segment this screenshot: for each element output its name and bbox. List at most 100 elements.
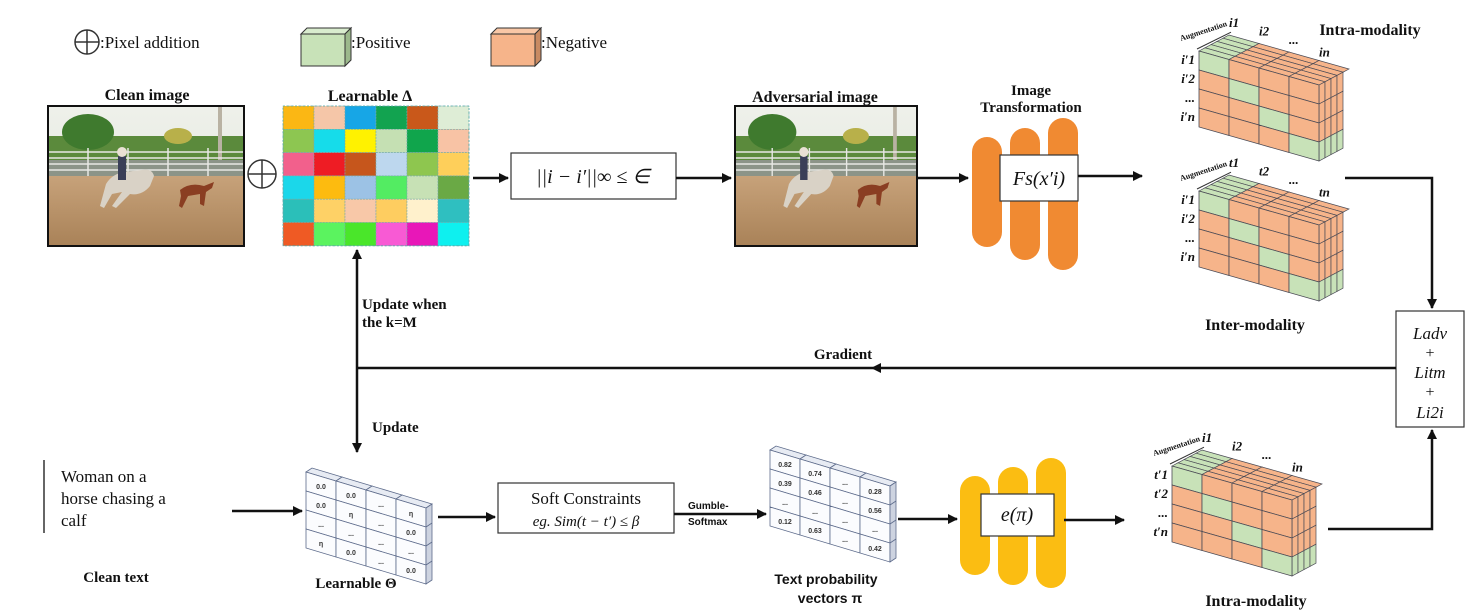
column-label: i2	[1232, 439, 1243, 454]
adversarial-image-label: Adversarial image	[752, 89, 878, 106]
arrow-intra-to-loss	[1328, 429, 1437, 531]
prob-cell-value: 0.46	[808, 490, 822, 497]
delta-cell	[282, 175, 315, 200]
row-label: ...	[1158, 505, 1168, 520]
image-transformation-label-1: Image	[1011, 83, 1051, 99]
delta-cell	[406, 222, 439, 247]
image-encoder-formula: Fs(x′i)	[1012, 168, 1065, 190]
delta-cell	[406, 175, 439, 200]
column-label: t1	[1229, 155, 1239, 170]
column-label: t2	[1259, 164, 1270, 179]
delta-cell	[437, 105, 470, 130]
intra-modality-bottom-label: Intra-modality	[1205, 593, 1306, 610]
loss-box: Ladv + Litm + Li2i	[1395, 310, 1465, 428]
update-when-label-1: Update when	[362, 297, 447, 313]
row-label: ...	[1185, 230, 1195, 245]
row-label: i′1	[1181, 52, 1195, 67]
pixel-addition-icon	[74, 29, 100, 55]
theta-cell-value: ...	[378, 540, 384, 547]
positive-cell	[1261, 547, 1293, 577]
gumbel-label-1: Gumble-	[688, 501, 729, 512]
delta-cell	[313, 222, 346, 247]
positive-cell	[1288, 272, 1320, 302]
delta-cell	[406, 198, 439, 223]
column-label: i1	[1229, 15, 1239, 30]
column-label: i2	[1259, 24, 1270, 39]
delta-cell	[437, 175, 470, 200]
theta-cell-value: ...	[408, 549, 414, 556]
theta-cell-value: η	[409, 511, 413, 518]
row-label: t′2	[1154, 486, 1168, 501]
text-encoder-formula: e(π)	[1001, 504, 1034, 526]
theta-cell-value: 0.0	[316, 503, 326, 510]
delta-cell	[375, 175, 408, 200]
prob-cell-value: 0.28	[868, 489, 882, 496]
learnable-delta-grid	[282, 105, 470, 247]
delta-cell	[313, 105, 346, 130]
row-label: ...	[1185, 90, 1195, 105]
theta-cell-value: 0.0	[406, 568, 416, 575]
column-label: i1	[1202, 430, 1212, 445]
prob-cell-value: 0.12	[778, 519, 792, 526]
prob-cell-value: ...	[812, 509, 818, 516]
prob-cell-value: 0.63	[808, 528, 822, 535]
theta-cell-value: η	[349, 512, 353, 519]
soft-constraints-title: Soft Constraints	[531, 489, 641, 508]
image-transformation-label-2: Transformation	[980, 100, 1082, 116]
update-label: Update	[372, 420, 419, 436]
delta-cell	[437, 129, 470, 153]
prob-cell-value: 0.42	[868, 546, 882, 553]
delta-cell	[282, 152, 315, 177]
update-when-label-2: the k=M	[362, 315, 417, 331]
pixel-addition-operator	[247, 159, 277, 189]
arrow-matrices-to-loss	[1345, 176, 1437, 309]
delta-cell	[375, 152, 408, 177]
inter-modality-label: Inter-modality	[1205, 317, 1305, 334]
prob-cell-value: 0.82	[778, 462, 792, 469]
loss-plus-2: +	[1425, 384, 1434, 401]
delta-cell	[406, 129, 439, 153]
delta-cell	[406, 105, 439, 130]
learnable-theta-label: Learnable Θ	[315, 576, 396, 592]
prob-cell-value: ...	[842, 480, 848, 487]
loss-plus-1: +	[1425, 345, 1434, 362]
column-label: ...	[1289, 32, 1299, 47]
intra-modality-top-label: Intra-modality	[1319, 22, 1420, 39]
delta-cell	[344, 222, 377, 247]
delta-cell	[344, 129, 377, 153]
column-label: tn	[1319, 185, 1330, 200]
column-label: in	[1292, 460, 1303, 475]
row-label: i′n	[1181, 109, 1196, 124]
theta-cell-value: 0.0	[346, 493, 356, 500]
delta-cell	[375, 105, 408, 130]
delta-cell	[437, 198, 470, 223]
row-label: i′2	[1181, 211, 1195, 226]
perturbation-constraint-formula: ||i − i′||∞ ≤ ∈	[536, 166, 652, 188]
legend: :Pixel addition :Positive :Negative	[74, 26, 607, 68]
positive-cell	[1288, 132, 1320, 162]
prob-label-2: vectors π	[798, 590, 863, 606]
legend-pixel-addition: :Pixel addition	[100, 33, 200, 52]
delta-cell	[437, 152, 470, 177]
delta-cell	[375, 129, 408, 153]
delta-cell	[282, 105, 315, 130]
delta-cell	[313, 152, 346, 177]
row-label: i′n	[1181, 249, 1196, 264]
soft-constraints-box: Soft Constraints eg. Sim(t − t′) ≤ β	[497, 482, 675, 534]
theta-cell-value: 0.0	[406, 530, 416, 537]
image-encoder: Fs(x′i)	[972, 118, 1079, 270]
prob-label-1: Text probability	[774, 571, 877, 587]
prob-cell-value: ...	[782, 500, 788, 507]
positive-cube-icon	[299, 26, 353, 68]
delta-cell	[375, 198, 408, 223]
legend-positive: :Positive	[351, 33, 411, 52]
delta-cell	[344, 198, 377, 223]
prob-cell-value: 0.39	[778, 481, 792, 488]
text-probability-grid: 0.820.39...0.120.740.46...0.63..........…	[769, 445, 897, 563]
soft-constraints-formula: eg. Sim(t − t′) ≤ β	[533, 514, 640, 530]
clean-image-label: Clean image	[105, 87, 190, 104]
theta-cell-value: ...	[348, 531, 354, 538]
